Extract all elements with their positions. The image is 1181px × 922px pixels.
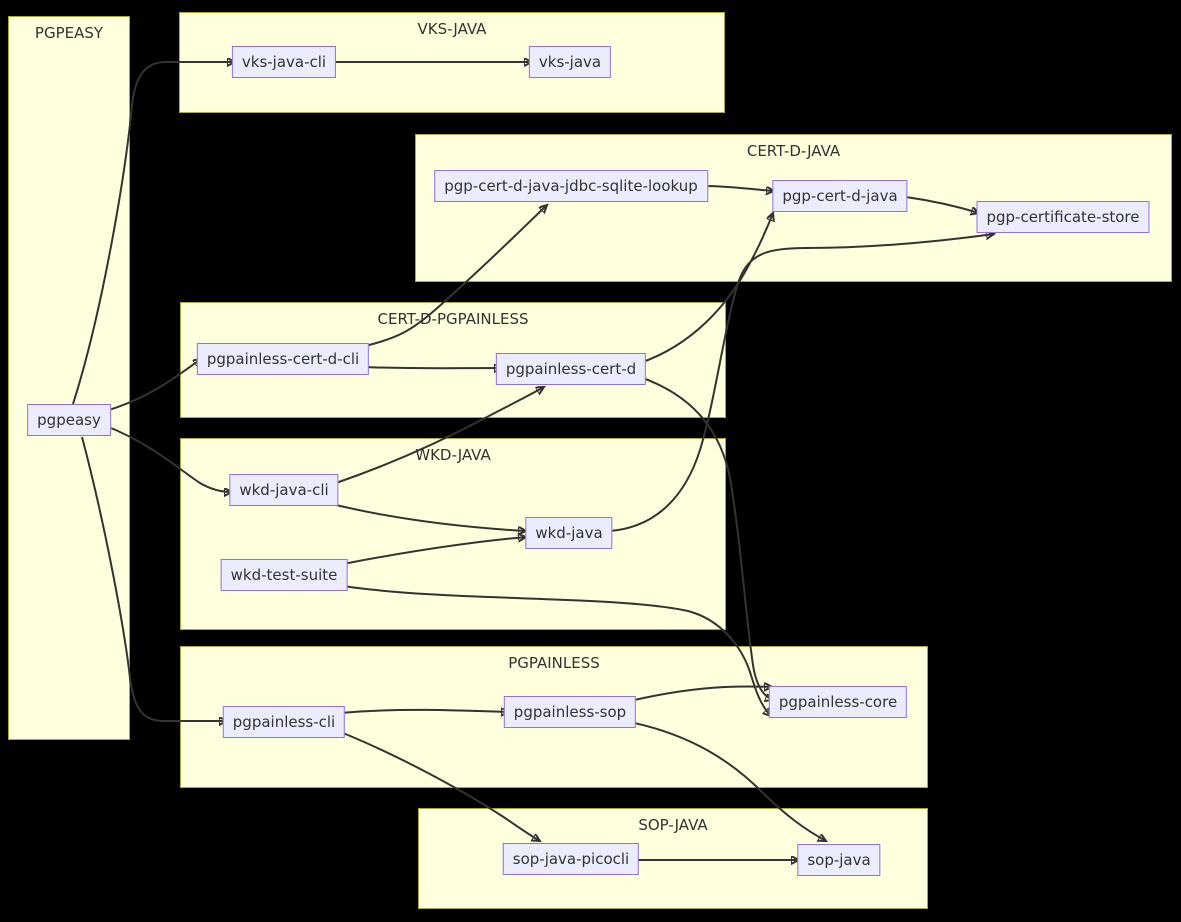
node-pgpainless-sop: pgpainless-sop (503, 696, 637, 728)
cluster-cert-d-java-label: CERT-D-JAVA (746, 142, 841, 160)
node-sop-java-picocli: sop-java-picocli (502, 843, 640, 875)
node-pgpainless-cli: pgpainless-cli (222, 706, 346, 738)
node-pgpeasy: pgpeasy (27, 404, 111, 436)
cluster-pgpeasy: PGPEASY (8, 16, 130, 740)
node-wkd-java-cli: wkd-java-cli (229, 474, 339, 506)
cluster-pgpainless-label: PGPAINLESS (508, 654, 600, 672)
cluster-cert-d-pgpainless-label: CERT-D-PGPAINLESS (377, 310, 529, 328)
node-wkd-test-suite: wkd-test-suite (220, 559, 348, 591)
node-pgp-cert-d-java: pgp-cert-d-java (772, 180, 908, 212)
cluster-wkd-java-label: WKD-JAVA (415, 446, 491, 464)
node-vks-java: vks-java (528, 46, 612, 78)
node-pgpainless-cert-d-cli: pgpainless-cert-d-cli (196, 343, 370, 375)
node-pgp-certificate-store: pgp-certificate-store (976, 201, 1150, 233)
cluster-pgpeasy-label: PGPEASY (34, 24, 104, 42)
node-pgpainless-core: pgpainless-core (768, 686, 908, 718)
cluster-sop-java-label: SOP-JAVA (638, 816, 708, 834)
node-pgp-cert-d-java-jdbc-sqlite-lookup: pgp-cert-d-java-jdbc-sqlite-lookup (434, 170, 708, 202)
node-pgpainless-cert-d: pgpainless-cert-d (495, 353, 647, 385)
cluster-wkd-java: WKD-JAVA (180, 438, 726, 630)
node-wkd-java: wkd-java (525, 517, 613, 549)
node-vks-java-cli: vks-java-cli (231, 46, 337, 78)
node-sop-java: sop-java (797, 844, 881, 876)
cluster-vks-java-label: VKS-JAVA (417, 20, 487, 38)
